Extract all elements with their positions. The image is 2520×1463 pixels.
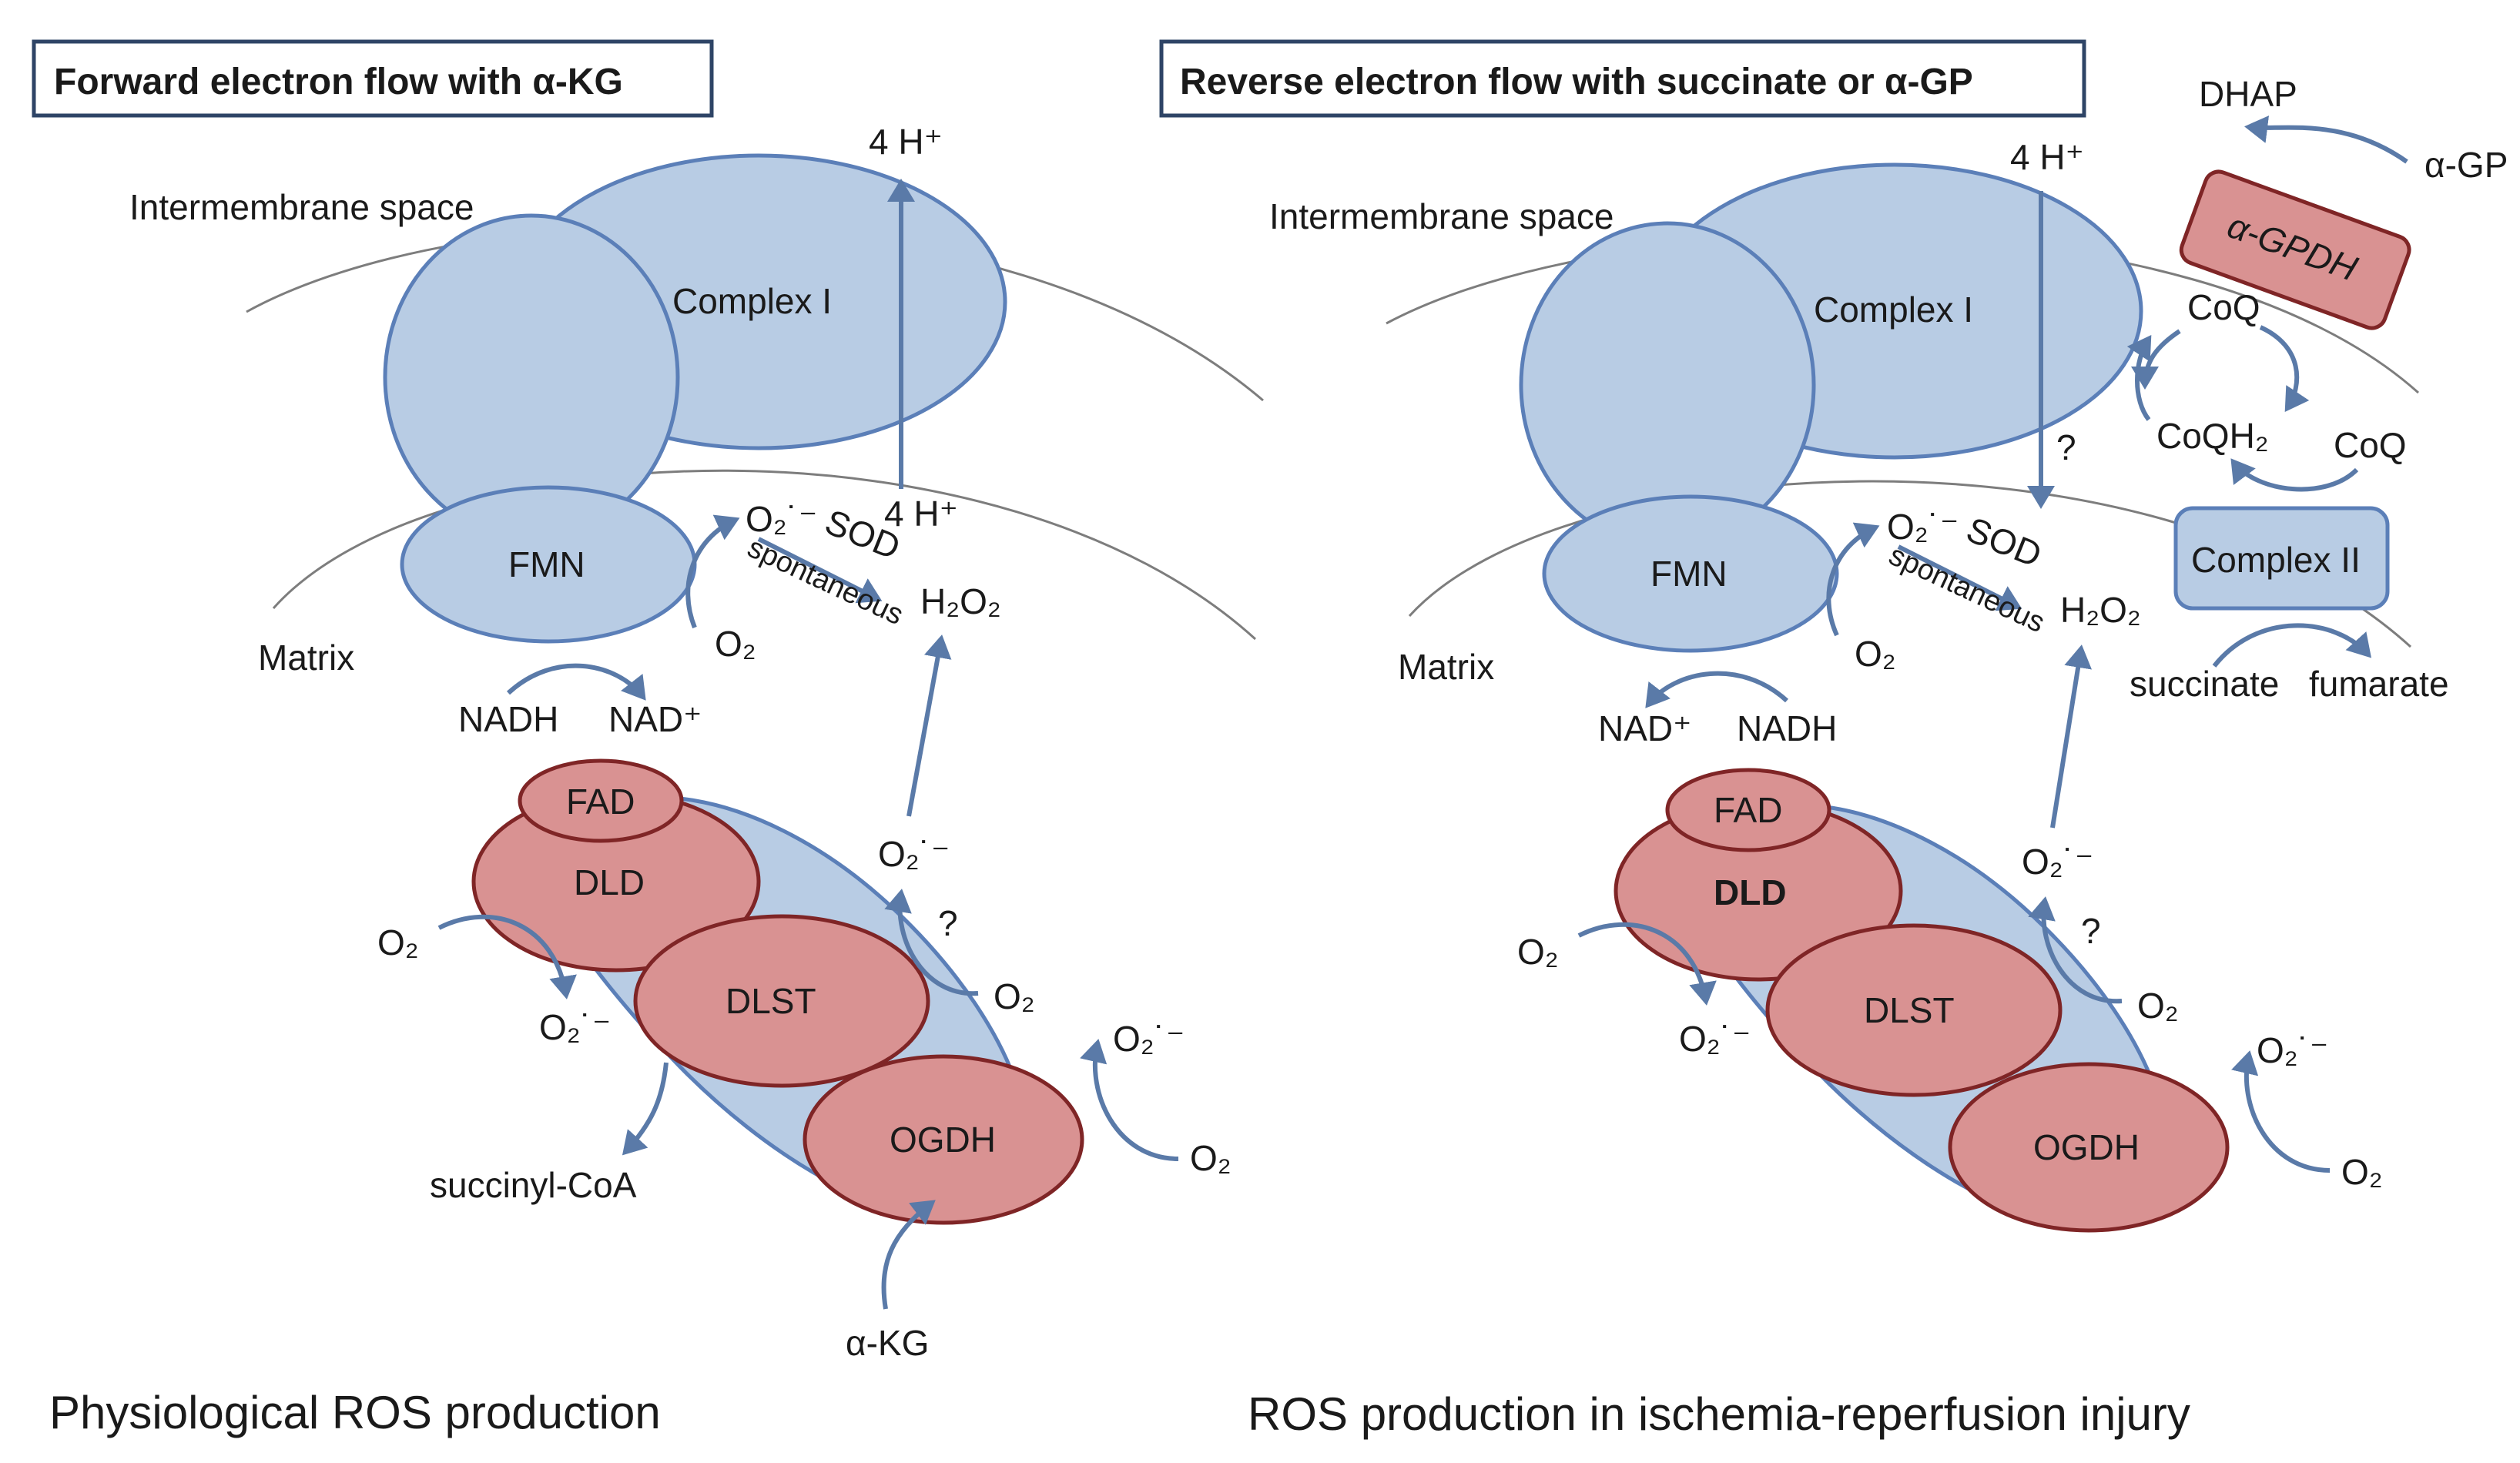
right-dlst-o2-arrow [2028, 896, 2123, 1004]
right-o2-dld-out: O₂˙⁻ [1679, 1019, 1751, 1059]
right-h2o2: H₂O₂ [2060, 590, 2141, 630]
right-succinate-arrow [2212, 623, 2372, 668]
right-fad-label: FAD [1714, 790, 1782, 830]
right-nadh: NADH [1737, 708, 1837, 748]
right-coq-top: CoQ [2187, 287, 2260, 327]
right-ogdh-o2-arrow [2231, 1050, 2331, 1173]
left-ogdh-label: OGDH [890, 1120, 996, 1160]
right-panel: Reverse electron flow with succinate or … [1159, 39, 2508, 1440]
right-matrix-label: Matrix [1398, 647, 1494, 687]
left-o2-ogdh-in: O₂ [1190, 1138, 1232, 1178]
right-o2-ogdh-out: O₂˙⁻ [2257, 1030, 2328, 1070]
right-agp-arrow [2244, 116, 2408, 164]
left-nad-plus: NAD⁺ [608, 699, 702, 739]
right-nad-plus: NAD⁺ [1598, 708, 1691, 748]
left-superoxide-sod: O₂˙⁻ [746, 499, 817, 539]
right-nad-arrow [1645, 671, 1789, 708]
right-dlst-h2o2-arrow [2050, 644, 2092, 829]
right-dhap: DHAP [2199, 74, 2297, 114]
left-dld-o2-arrow [437, 914, 577, 999]
right-proton-top: 4 H⁺ [2010, 137, 2084, 177]
left-sod-arrow [757, 537, 883, 604]
left-matrix-label: Matrix [258, 638, 354, 678]
right-complex2-label: Complex II [2191, 540, 2361, 580]
right-dld-o2-arrow [1577, 922, 1717, 1006]
right-o2-dld-in: O₂ [1517, 932, 1559, 972]
right-dlst-label: DLST [1864, 990, 1955, 1030]
left-dld-label: DLD [574, 862, 645, 902]
right-fad [1665, 768, 1831, 852]
left-fad-label: FAD [566, 782, 635, 822]
right-fmn-o2-arrow [1826, 522, 1880, 637]
left-o2-fmn: O₂ [715, 624, 756, 664]
left-succinyl-coa: succinyl-CoA [430, 1165, 637, 1205]
left-fad [518, 758, 684, 843]
left-akg-arrow [881, 1200, 936, 1310]
right-fmn-label: FMN [1650, 554, 1727, 594]
left-o2-dld-out: O₂˙⁻ [539, 1007, 611, 1047]
left-nadh: NADH [458, 699, 558, 739]
right-coq-complex2-arrow [2230, 458, 2359, 492]
right-sod-arrow [1897, 544, 2022, 611]
left-h2o2: H₂O₂ [920, 581, 1001, 621]
right-o2-dlst-out: O₂˙⁻ [2022, 842, 2093, 882]
right-caption: ROS production in ischemia-reperfusion i… [1248, 1388, 2190, 1440]
left-nadh-arrow [506, 663, 646, 701]
left-proton-mid: 4 H⁺ [884, 494, 958, 534]
left-succinyl-arrow [622, 1062, 669, 1156]
left-dlst-o2-arrow [884, 889, 979, 996]
right-sod: SOD [1961, 509, 2047, 575]
right-question: ? [2081, 911, 2101, 951]
right-succinate: succinate [2130, 664, 2279, 704]
left-intermembrane-label: Intermembrane space [129, 187, 474, 227]
right-question-proton: ? [2056, 427, 2076, 467]
right-complex1-coq-arrow [2131, 329, 2181, 390]
left-ogdh-o2-arrow [1080, 1039, 1179, 1161]
right-fumarate: fumarate [2309, 664, 2449, 704]
right-superoxide-sod: O₂˙⁻ [1887, 507, 1959, 547]
left-proton-top: 4 H⁺ [869, 122, 943, 162]
right-dld-label: DLD [1714, 872, 1787, 912]
left-panel: Forward electron flow with α-KG Intermem… [32, 39, 1264, 1438]
right-header: Reverse electron flow with succinate or … [1180, 62, 1973, 102]
left-complex1-label: Complex I [672, 281, 832, 321]
right-intermembrane-label: Intermembrane space [1269, 196, 1614, 236]
left-caption: Physiological ROS production [49, 1387, 661, 1438]
right-fmn [1542, 494, 1839, 653]
right-dlst [1765, 923, 2063, 1097]
left-akg: α-KG [846, 1323, 929, 1363]
left-ogdh [803, 1054, 1084, 1225]
right-o2-ogdh-in: O₂ [2341, 1152, 2383, 1192]
left-header-box [32, 39, 714, 118]
left-o2-ogdh-out: O₂˙⁻ [1113, 1019, 1185, 1059]
right-complex2 [2173, 506, 2390, 611]
left-dlst-h2o2-arrow [906, 634, 952, 817]
left-dlst-label: DLST [726, 981, 816, 1021]
right-header-box [1159, 39, 2086, 118]
right-coq-right: CoQ [2334, 425, 2407, 465]
right-o2-fmn: O₂ [1855, 634, 1896, 674]
left-dlst [633, 914, 930, 1088]
right-coqh2-complex1-arrow [2126, 335, 2152, 421]
right-agp: α-GP [2424, 145, 2508, 185]
right-coq-reduction-arrow [2259, 325, 2310, 412]
left-fmn-o2-arrow [685, 514, 740, 629]
right-complex1-label: Complex I [1814, 290, 1973, 330]
right-ogdh [1948, 1062, 2230, 1233]
left-header: Forward electron flow with α-KG [54, 62, 623, 102]
right-agpdh [2179, 169, 2411, 330]
left-inner-membrane [272, 469, 1257, 641]
right-o2-dlst-in: O₂ [2137, 986, 2179, 1026]
right-coqh2: CoQH₂ [2156, 416, 2269, 456]
left-question: ? [938, 903, 958, 943]
left-fmn-label: FMN [508, 544, 585, 584]
left-o2-dlst-in: O₂ [994, 976, 1035, 1016]
left-o2-dlst-out: O₂˙⁻ [878, 834, 950, 874]
left-o2-dld-in: O₂ [377, 922, 419, 962]
right-ogdh-label: OGDH [2033, 1127, 2140, 1167]
